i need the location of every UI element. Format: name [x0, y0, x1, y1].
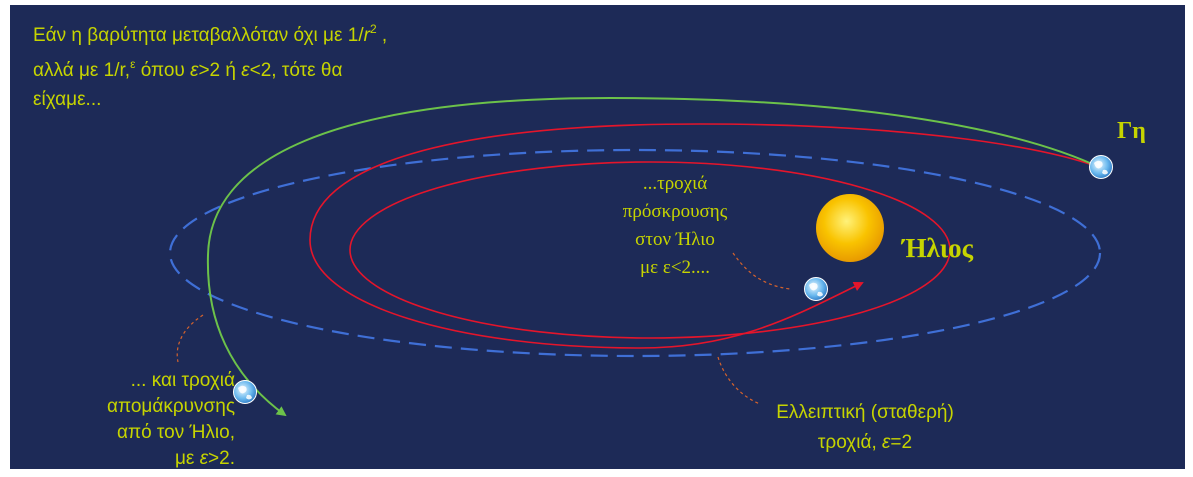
- earth-icon: [1089, 155, 1113, 179]
- crash-orbit-inner: [349, 161, 951, 339]
- crash-label-line-3: στον Ήλιο: [635, 229, 715, 250]
- escape-label-line-3: από τον Ήλιο,: [116, 422, 235, 443]
- escape-leader-line: [176, 314, 204, 363]
- escape-orbit-label: ... και τροχιά απομάκρυνσης από τον Ήλιο…: [40, 368, 235, 472]
- ellipse-leader-line: [717, 356, 761, 405]
- title-line-3: είχαμε...: [33, 89, 102, 110]
- crash-leader-line: [732, 252, 791, 290]
- title-line-1: Εάν η βαρύτητα μεταβαλλόταν όχι με 1/r2 …: [33, 22, 388, 46]
- crash-orbit-outer: [309, 123, 1102, 349]
- escape-label-line-1: ... και τροχιά: [130, 370, 235, 391]
- crash-label-line-1: ...τροχιά: [642, 173, 708, 194]
- escape-orbit: [206, 96, 1102, 417]
- crash-label-line-4: με ε<2....: [639, 257, 711, 278]
- escape-label-line-2: απομάκρυνσης: [107, 396, 235, 417]
- crash-label-line-2: πρόσκρουσης: [622, 201, 728, 222]
- stable-orbit: [168, 148, 1102, 358]
- escape-label-line-4: με ε>2.: [174, 448, 235, 469]
- sun-label: Ήλιος: [902, 233, 974, 263]
- title-line-2: αλλά με 1/r,ε όπου ε>2 ή ε<2, τότε θα: [33, 57, 343, 81]
- earth-label: Γη: [1117, 118, 1146, 144]
- earth-icon: [233, 380, 257, 404]
- ellipse-label-line-2: τροχιά, ε=2: [817, 432, 913, 453]
- crash-orbit-label: ...τροχιά πρόσκρουσης στον Ήλιο με ε<2..…: [600, 170, 750, 282]
- sun-icon: [816, 194, 884, 262]
- diagram-panel: [10, 5, 1185, 469]
- stable-orbit-label: Ελλειπτική (σταθερή) τροχιά, ε=2: [740, 398, 990, 458]
- earth-icon: [804, 277, 828, 301]
- ellipse-label-line-1: Ελλειπτική (σταθερή): [776, 402, 954, 423]
- title-text: Εάν η βαρύτητα μεταβαλλόταν όχι με 1/r2 …: [33, 15, 553, 114]
